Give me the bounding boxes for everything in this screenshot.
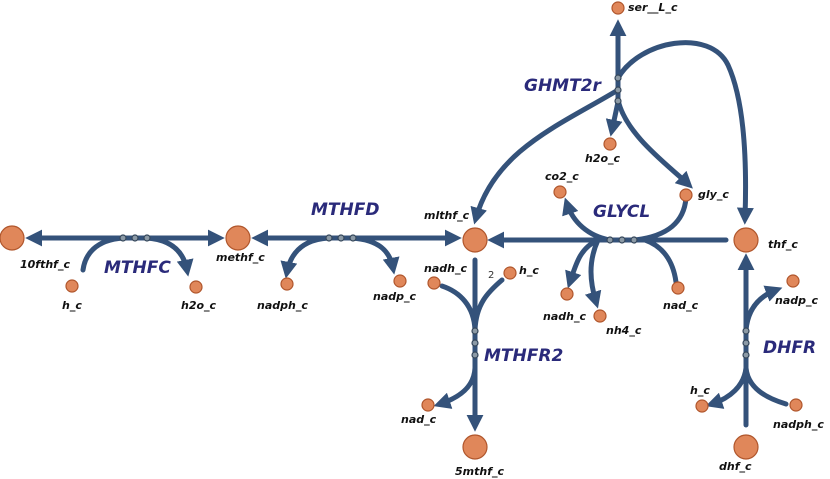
- edge-dhfr-nadph-c: [743, 365, 789, 407]
- node-thf-c[interactable]: [733, 227, 759, 253]
- edge-glycl-nh4-c: [584, 237, 602, 309]
- label-nadp-c-dhfr: nadp_c: [775, 294, 819, 307]
- node-nadh-c-mthfr[interactable]: [427, 276, 441, 290]
- label-gly-c: gly_c: [698, 188, 729, 201]
- node-dhf-c[interactable]: [733, 434, 759, 460]
- edge-mthfd-nadp-c: [349, 235, 400, 275]
- dhfr-midmarker: [742, 327, 750, 335]
- label-h2o-c-mthfc: h2o_c: [181, 299, 217, 312]
- label-thf-c: thf_c: [768, 238, 798, 251]
- mthfc-midmarker: [119, 234, 127, 242]
- label-reaction-glycl[interactable]: GLYCL: [593, 202, 650, 222]
- edge-mthfr2-nadh-c: [439, 283, 478, 333]
- label-reaction-mthfc[interactable]: MTHFC: [104, 258, 171, 278]
- edge-glycl-nad-c: [642, 237, 679, 285]
- edge-mthfd-nadph-c: [280, 235, 331, 279]
- ghmt2r-midmarker: [614, 97, 622, 105]
- metabolite-nodes: [0, 1, 803, 460]
- glycl-midmarker: [606, 236, 614, 244]
- mthfc-midmarker: [131, 234, 139, 242]
- node-10fthf-c[interactable]: [0, 225, 25, 251]
- edge-mthfr2-h-c: [472, 277, 505, 333]
- label-reaction-mthfr2[interactable]: MTHFR2: [484, 346, 563, 366]
- node-nadh-c-glycl[interactable]: [560, 287, 574, 301]
- edge-glycl-co2-c: [562, 197, 613, 243]
- node-nh4-c[interactable]: [593, 309, 607, 323]
- edge-dhfr-nadp-c: [743, 285, 783, 333]
- node-nadph-c-mthfd[interactable]: [280, 277, 294, 291]
- ghmt2r-midmarker: [614, 74, 622, 82]
- edge-dhfr-h-c: [705, 365, 749, 409]
- label-reaction-mthfd[interactable]: MTHFD: [311, 200, 379, 220]
- reaction-mthfr2[interactable]: [433, 257, 505, 432]
- mthfd-midmarker: [325, 234, 333, 242]
- glycl-midmarker: [618, 236, 626, 244]
- stoichiometry-h-c-mthfr2: 2: [488, 270, 494, 281]
- reaction-mthfc[interactable]: [25, 229, 225, 277]
- edge-ghmt2r-gly-c: [615, 97, 693, 189]
- mthfd-midmarker: [337, 234, 345, 242]
- edge-mthfc-h-c: [80, 235, 126, 273]
- edge-mthfr2-nad-c: [433, 365, 478, 409]
- label-nadp-c-mthfd: nadp_c: [373, 290, 417, 303]
- label-reaction-dhfr[interactable]: DHFR: [763, 338, 816, 358]
- ghmt2r-midmarker: [614, 86, 622, 94]
- mthfr2-midmarker: [471, 351, 479, 359]
- label-h2o-c-ghmt: h2o_c: [585, 152, 621, 165]
- label-nadph-c-mthfd: nadph_c: [257, 299, 308, 312]
- label-reaction-ghmt2r[interactable]: GHMT2r: [524, 76, 603, 96]
- node-nad-c-mthfr[interactable]: [421, 398, 435, 412]
- label-10fthf-c: 10fthf_c: [20, 258, 70, 271]
- node-h2o-c-ghmt[interactable]: [603, 137, 617, 151]
- label-co2-c: co2_c: [545, 170, 579, 183]
- label-nadh-c-mthfr: nadh_c: [424, 262, 467, 275]
- node-5mthf-c[interactable]: [462, 434, 488, 460]
- edge-mthfc-h2o-c: [144, 235, 194, 277]
- mthfr2-midmarker: [471, 339, 479, 347]
- node-h-c-mthfr[interactable]: [503, 266, 517, 280]
- mthfd-midmarker: [349, 234, 357, 242]
- node-gly-c[interactable]: [679, 188, 693, 202]
- node-h2o-c-mthfc[interactable]: [189, 280, 203, 294]
- node-h-c-dhfr[interactable]: [695, 399, 709, 413]
- label-nadh-c-glycl: nadh_c: [543, 310, 586, 323]
- metabolite-labels: ser__L_c h2o_c co2_c gly_c mlthf_c thf_c…: [20, 1, 824, 478]
- dhfr-midmarker: [742, 351, 750, 359]
- node-h-c-mthfc[interactable]: [65, 279, 79, 293]
- node-methf-c[interactable]: [225, 225, 251, 251]
- node-mlthf-c[interactable]: [462, 227, 488, 253]
- label-nh4-c: nh4_c: [606, 324, 642, 337]
- label-5mthf-c: 5mthf_c: [455, 465, 504, 478]
- label-h-c-mthfc: h_c: [62, 299, 82, 312]
- label-nad-c-mthfr: nad_c: [401, 413, 437, 426]
- label-methf-c: methf_c: [216, 251, 265, 264]
- edge-ghmt2r-thf-c: [615, 40, 754, 225]
- label-mlthf-c: mlthf_c: [424, 209, 470, 222]
- node-nad-c-glycl[interactable]: [671, 281, 685, 295]
- label-nadph-c-dhfr: nadph_c: [773, 418, 824, 431]
- dhfr-midmarker: [742, 339, 750, 347]
- edge-ghmt2r-h2o-c: [605, 99, 623, 137]
- reaction-mthfd[interactable]: [251, 229, 462, 279]
- label-h-c-dhfr: h_c: [690, 384, 710, 397]
- reaction-glycl[interactable]: [487, 195, 729, 309]
- edge-glycl-nadh-c: [565, 237, 601, 289]
- node-nadp-c-dhfr[interactable]: [786, 274, 800, 288]
- reaction-labels: GHMT2r GLYCL MTHFD MTHFC MTHFR2 DHFR: [104, 76, 816, 366]
- label-h-c-mthfr: h_c: [519, 264, 539, 277]
- reaction-ghmt2r[interactable]: [470, 19, 754, 225]
- edge-ghmt2r-mlthf-c: [470, 87, 621, 225]
- label-dhf-c: dhf_c: [719, 460, 752, 473]
- node-ser-l-c[interactable]: [611, 1, 625, 15]
- reaction-dhfr[interactable]: [705, 253, 789, 428]
- mthfc-midmarker: [143, 234, 151, 242]
- label-nad-c-glycl: nad_c: [663, 299, 699, 312]
- mthfr2-midmarker: [471, 327, 479, 335]
- glycl-midmarker: [630, 236, 638, 244]
- node-nadp-c-mthfd[interactable]: [393, 274, 407, 288]
- label-ser-l-c: ser__L_c: [628, 1, 678, 14]
- node-nadph-c-dhfr[interactable]: [789, 398, 803, 412]
- node-co2-c[interactable]: [553, 185, 567, 199]
